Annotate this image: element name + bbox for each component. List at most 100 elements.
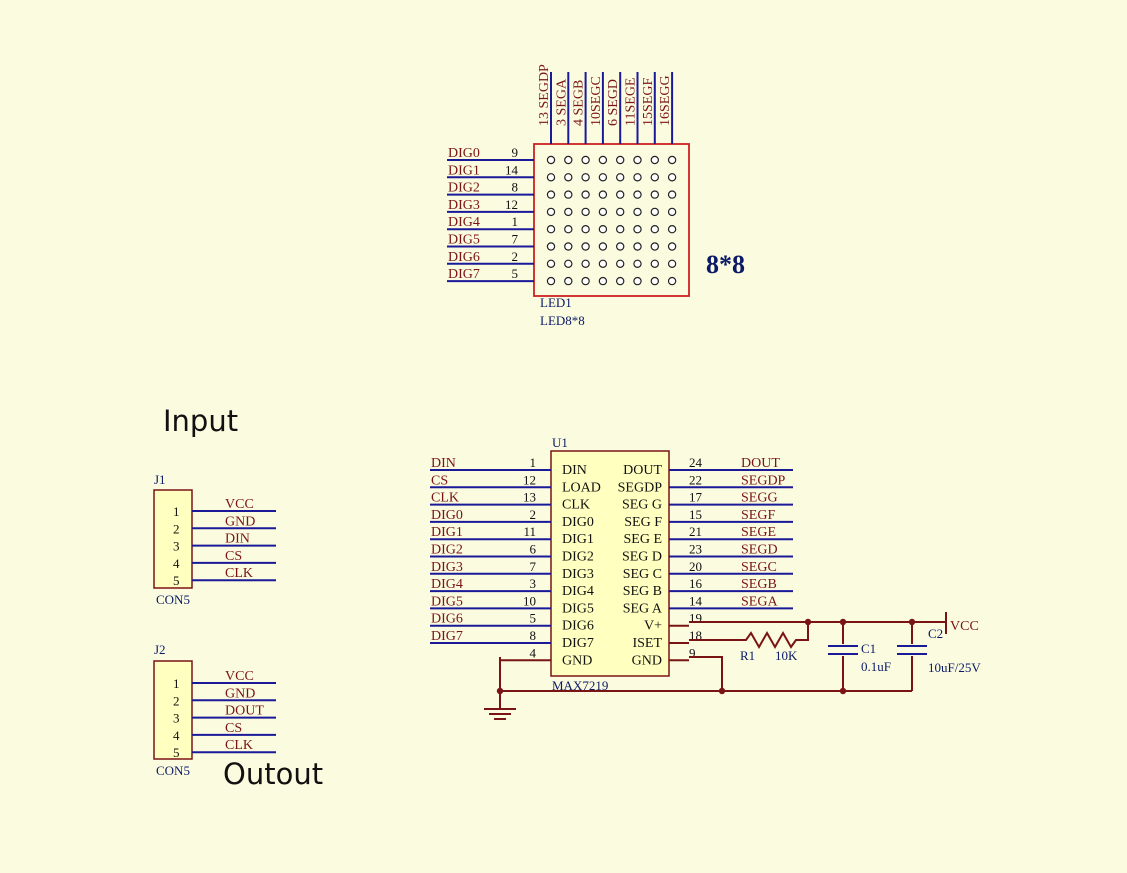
- u1-right-pin-number: 23: [689, 542, 702, 557]
- j2-pin-net-label: CLK: [225, 738, 253, 753]
- u1-right-pin-number: 15: [689, 507, 702, 522]
- u1-left-pin-name: DIG1: [562, 532, 594, 547]
- u1-left-pin-name: DIG2: [562, 550, 594, 565]
- u1-right-pin-number: 24: [689, 455, 703, 470]
- j1-pin-net-label: CS: [225, 549, 242, 564]
- led-dot: [667, 190, 677, 199]
- j2-body: [153, 660, 193, 760]
- led-dot: [598, 259, 608, 268]
- led-dot: [546, 155, 556, 165]
- u1-right-net-label: SEGF: [741, 508, 775, 523]
- led-matrix-ref: LED1: [540, 295, 572, 310]
- led-column-label: 13 SEGDP: [537, 64, 552, 126]
- led-dot: [564, 155, 573, 165]
- j2-value: CON5: [156, 763, 190, 778]
- led-dot: [546, 242, 556, 251]
- led-dot: [598, 276, 608, 286]
- u1-right-net-label: SEGE: [741, 525, 776, 540]
- u1-right-net-label: SEGA: [741, 594, 778, 609]
- u1-left-pin-number: 2: [530, 507, 537, 522]
- c1-plates: [828, 645, 858, 655]
- led-dot: [598, 242, 608, 251]
- led-row-pin-number: 14: [505, 162, 519, 177]
- u1-right-pin-number: 17: [689, 490, 703, 505]
- u1-left-pin-number: 5: [530, 611, 537, 626]
- ground-symbol: [484, 708, 516, 720]
- u1-right-net-label: SEGD: [741, 543, 778, 558]
- led-dot: [667, 276, 677, 286]
- u1-left-pin-number: 12: [523, 472, 536, 487]
- u1-left-net-label: DIG7: [431, 629, 463, 644]
- output-label: Outout: [223, 757, 323, 791]
- led-dot: [564, 173, 573, 182]
- u1-left-pin-number: 8: [530, 628, 537, 643]
- u1-right-pin-number: 16: [689, 576, 703, 591]
- j2-pin-number: 5: [173, 745, 180, 760]
- u1-left-pin-number: 7: [530, 559, 537, 574]
- u1-right-pin-name: SEG F: [624, 515, 662, 530]
- u1-left-pin-name: GND: [562, 653, 592, 668]
- led-dot: [633, 190, 642, 199]
- c2-ref: C2: [928, 626, 943, 641]
- u1-right-pin-name: SEG B: [623, 584, 662, 599]
- r1-ref: R1: [740, 648, 755, 663]
- c2-value: 10uF/25V: [928, 660, 981, 675]
- led-column-label: 11SEGE: [624, 78, 639, 126]
- led-dot: [564, 224, 573, 234]
- led-dot: [667, 155, 677, 165]
- u1-right-pin-name: SEG C: [623, 567, 662, 582]
- j1-pin-number: 3: [173, 539, 180, 554]
- u1-left-pin-name: DIG0: [562, 515, 594, 530]
- u1-right-pin-name: SEGDP: [618, 480, 663, 495]
- led-dot: [616, 207, 625, 217]
- u1-right-pin-number: 22: [689, 472, 702, 487]
- j1-pin-number: 1: [173, 504, 180, 519]
- led-dot: [564, 190, 573, 199]
- led-dot: [581, 276, 590, 286]
- j2-pin-net-label: VCC: [225, 669, 254, 684]
- led-dot: [598, 224, 608, 234]
- led-dot: [564, 242, 573, 251]
- u1-right-pin-number: 9: [689, 645, 696, 660]
- led-dot: [633, 207, 642, 217]
- j2-pin-number: 1: [173, 676, 180, 691]
- led-dot: [667, 259, 677, 268]
- led-dot: [581, 207, 590, 217]
- led-dot: [650, 155, 660, 165]
- led-dot: [546, 173, 556, 182]
- led-row-pin-number: 2: [512, 249, 519, 264]
- u1-right-pin-name: ISET: [632, 636, 662, 651]
- u1-left-pin-name: DIG5: [562, 601, 594, 616]
- led-dot: [633, 155, 642, 165]
- c1-ref: C1: [861, 641, 876, 656]
- u1-left-net-label: DIG2: [431, 543, 463, 558]
- u1-right-pin-number: 20: [689, 559, 702, 574]
- led-column-label: 10SEGC: [589, 76, 604, 126]
- led-dot: [616, 190, 625, 199]
- led-dot: [633, 224, 642, 234]
- power-section: VCC R1 10K C1 0.1uF C2 10uF/25V: [484, 612, 981, 720]
- led-dot: [598, 155, 608, 165]
- u1-left-pin-number: 4: [530, 645, 537, 660]
- led-dot: [616, 276, 625, 286]
- led-row-pin-number: 8: [512, 180, 519, 195]
- led-dot: [616, 173, 625, 182]
- led-row-net-label: DIG2: [448, 181, 480, 196]
- led-dot: [564, 259, 573, 268]
- led-row-net-label: DIG6: [448, 250, 480, 265]
- led-row-pin-number: 7: [512, 232, 519, 247]
- junction-dot: [804, 618, 812, 626]
- u1-left-pin-name: DIG7: [562, 636, 594, 651]
- led-dot: [546, 224, 556, 234]
- j1-pin-number: 2: [173, 521, 180, 536]
- junction-dot: [718, 687, 726, 695]
- u1-right-net-label: SEGG: [741, 491, 778, 506]
- led-dot: [650, 190, 660, 199]
- u1-right-pin-name: SEG G: [622, 498, 662, 513]
